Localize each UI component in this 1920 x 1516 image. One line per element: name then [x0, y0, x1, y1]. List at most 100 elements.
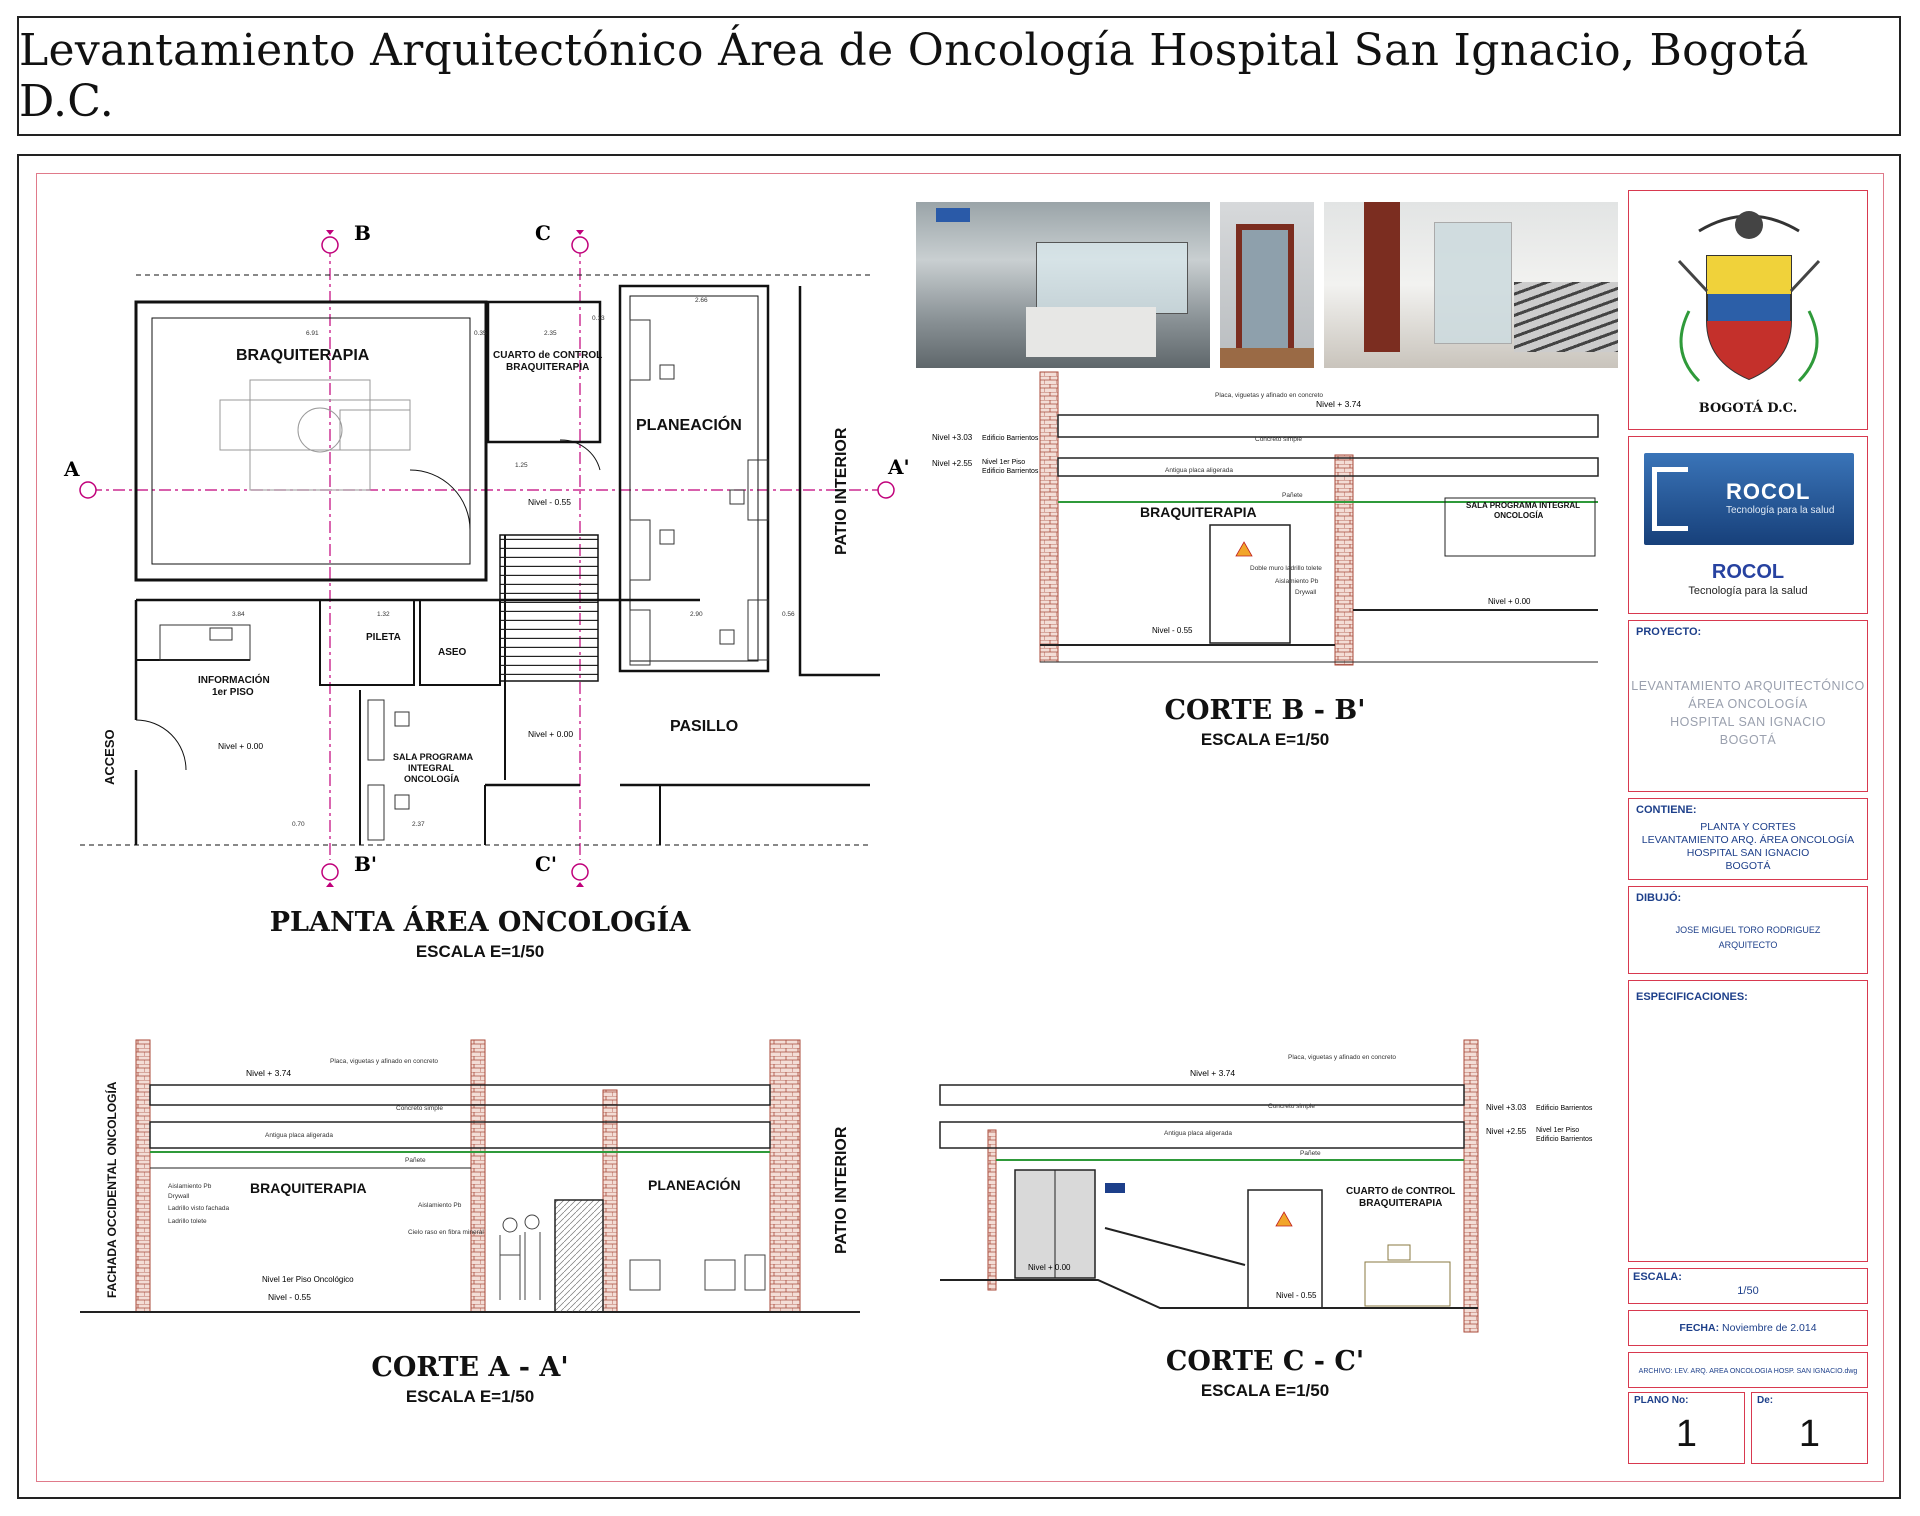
aa-title-block: CORTE A - A' ESCALA E=1/50 — [315, 1352, 625, 1407]
radiation-sign — [1235, 541, 1253, 557]
contiene-label: CONTIENE: — [1636, 804, 1697, 816]
dibujo-box: DIBUJÓ: JOSE MIGUEL TORO RODRIGUEZ ARQUI… — [1628, 886, 1868, 974]
plan-walls — [80, 274, 880, 846]
door-swing-braq — [409, 469, 471, 531]
room-sala-2: INTEGRAL — [408, 763, 455, 773]
room-control-1: CUARTO de CONTROL — [493, 350, 602, 361]
plano-value: 1 — [1675, 1413, 1698, 1455]
room-info-2: 1er PISO — [212, 687, 254, 698]
aa-chairs — [629, 1254, 766, 1291]
room-braquiterapia: BRAQUITERAPIA — [236, 347, 370, 364]
bb-sala-1: SALA PROGRAMA INTEGRAL — [1466, 501, 1580, 510]
note: Concreto simple — [1255, 436, 1302, 443]
note: Concreto simple — [1268, 1103, 1315, 1110]
cc-notes: Placa, viguetas y afinado en concreto Co… — [1164, 1054, 1396, 1157]
de-box: De: 1 — [1751, 1392, 1868, 1464]
brick-column — [1463, 1039, 1479, 1333]
photo-wood-door — [1364, 202, 1400, 352]
aa-level-374: Nivel + 3.74 — [246, 1068, 291, 1078]
rocol-logo: ROCOL Tecnología para la salud — [1644, 453, 1854, 545]
proyecto-label: PROYECTO: — [1636, 626, 1702, 638]
slab — [939, 1084, 1465, 1106]
de-value: 1 — [1798, 1413, 1821, 1455]
cc-door — [1247, 1189, 1323, 1309]
plan-scale: ESCALA E=1/50 — [415, 942, 545, 961]
fecha-label: FECHA: — [1679, 1322, 1720, 1334]
cc-level-055: Nivel - 0.55 — [1276, 1291, 1317, 1300]
bb-level-000: Nivel + 0.00 — [1488, 597, 1531, 606]
title-box: Levantamiento Arquitectónico Área de Onc… — [17, 16, 1901, 136]
note: Placa, viguetas y afinado en concreto — [330, 1058, 438, 1065]
room-pileta: PILETA — [366, 632, 401, 643]
aa-planeacion: PLANEACIÓN — [648, 1176, 741, 1193]
note: Ladrillo visto fachada — [168, 1205, 229, 1212]
brick-column — [769, 1039, 801, 1313]
note: Cielo raso en fibra mineral — [408, 1229, 484, 1236]
plan-level-n055: Nivel - 0.55 — [528, 497, 571, 507]
cc-level-374: Nivel + 3.74 — [1190, 1068, 1235, 1078]
plan-level-n000a: Nivel + 0.00 — [528, 729, 573, 739]
cc-control-1: CUARTO de CONTROL — [1346, 1186, 1455, 1197]
bb-notes: Placa, viguetas y afinado en concreto Co… — [1165, 392, 1323, 596]
brick-column — [1039, 371, 1059, 663]
escala-box: ESCALA: 1/50 — [1628, 1268, 1868, 1304]
axis-b-marker — [321, 230, 339, 254]
rocol-name: ROCOL — [1711, 561, 1785, 583]
plan-level-n000b: Nivel + 0.00 — [218, 741, 263, 751]
dim-label: 0.56 — [782, 611, 795, 618]
axis-a-marker — [79, 481, 97, 499]
photo-sign — [936, 208, 970, 222]
photo-reception — [916, 202, 1210, 368]
slab — [149, 1121, 771, 1149]
note: Pañete — [1300, 1150, 1321, 1157]
brick-column — [1334, 454, 1354, 666]
sala-furniture — [367, 699, 410, 841]
slab — [939, 1121, 1465, 1149]
note: Aislamiento Pb — [168, 1183, 212, 1190]
ramp-handrail — [1104, 1227, 1246, 1266]
rocol-box: ROCOL Tecnología para la salud ROCOL Tec… — [1628, 436, 1868, 614]
stair-flight — [499, 534, 599, 682]
dim-label: 0.70 — [292, 821, 305, 828]
slab — [1057, 457, 1599, 477]
photo-stair — [1514, 282, 1618, 352]
note: Aislamiento Pb — [418, 1202, 462, 1209]
note: Drywall — [1295, 589, 1317, 596]
bb-level-055: Nivel - 0.55 — [1152, 626, 1193, 635]
city-label: BOGOTÁ D.C. — [1698, 401, 1798, 416]
cc-level-303: Nivel +3.03 — [1486, 1103, 1527, 1112]
room-planeacion: PLANEACIÓN — [636, 415, 742, 434]
plan-dimensions: 6.91 0.35 2.35 0.13 2.66 1.25 3.84 1.32 … — [232, 297, 795, 828]
note: Placa, viguetas y afinado en concreto — [1215, 392, 1323, 399]
dim-label: 2.35 — [544, 330, 557, 337]
coat-of-arms-box: BOGOTÁ D.C. — [1628, 190, 1868, 430]
room-control-2: BRAQUITERAPIA — [506, 362, 589, 373]
aa-notes: Placa, viguetas y afinado en concreto Co… — [168, 1058, 484, 1236]
door-swing-control — [559, 439, 601, 471]
dim-label: 2.90 — [690, 611, 703, 618]
dim-label: 1.32 — [377, 611, 390, 618]
plan-title-block: PLANTA ÁREA ONCOLOGÍA ESCALA E=1/50 — [250, 907, 710, 962]
photo-glass — [1036, 242, 1188, 314]
aa-fachada: FACHADA OCCIDENTAL ONCOLOGÍA — [104, 1081, 119, 1298]
note: Drywall — [168, 1193, 190, 1200]
room-sala-3: ONCOLOGÍA — [404, 774, 460, 784]
room-pasillo: PASILLO — [670, 718, 738, 735]
bb-sala-2: ONCOLOGÍA — [1494, 511, 1544, 520]
brick-column — [987, 1129, 997, 1291]
section-aa: BRAQUITERAPIA PLANEACIÓN FACHADA OCCIDEN… — [80, 1039, 860, 1313]
archivo-value: ARCHIVO: LEV. ARQ. AREA ONCOLOGIA HOSP. … — [1638, 1368, 1858, 1375]
room-info-1: INFORMACIÓN — [198, 673, 270, 686]
fecha-line: FECHA: Noviembre de 2.014 — [1629, 1322, 1867, 1334]
cc-title: CORTE C - C' — [1165, 1346, 1365, 1377]
dim-label: 6.91 — [306, 330, 319, 337]
aa-braquiterapia: BRAQUITERAPIA — [250, 1180, 367, 1196]
slab — [1057, 414, 1599, 438]
radiation-sign — [1275, 1211, 1293, 1227]
brick-column — [470, 1039, 486, 1313]
proyecto-value: LEVANTAMIENTO ARQUITECTÓNICO ÁREA ONCOLO… — [1631, 679, 1865, 747]
rocol-logo-text: ROCOL — [1726, 479, 1811, 504]
bb-title-block: CORTE B - B' ESCALA E=1/50 — [1110, 695, 1420, 750]
note: Ladrillo tolete — [168, 1218, 207, 1225]
